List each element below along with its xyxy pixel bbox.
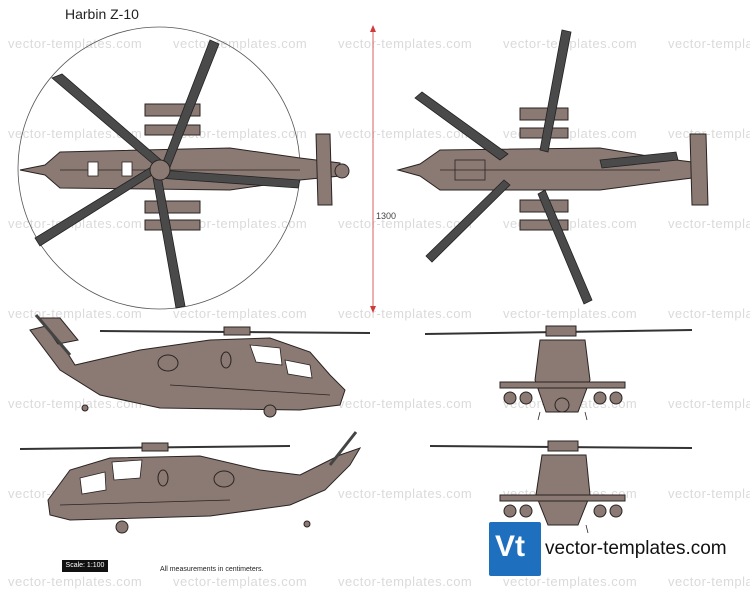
canopy-3	[79, 471, 107, 495]
pod-1	[503, 391, 517, 405]
rotor-blade-b-4	[537, 189, 593, 305]
tail-rotor-hub-top	[334, 163, 350, 179]
engine-intake-2	[213, 470, 235, 488]
pod-r-2	[519, 504, 533, 518]
pod-3	[593, 391, 607, 405]
brand-footer[interactable]: Vt vector-templates.com	[489, 522, 750, 576]
engine-intake-1	[157, 354, 179, 372]
main-wheel-2	[115, 520, 129, 534]
rotor-blade-b-5	[425, 179, 511, 263]
tail-rotor-1	[34, 314, 72, 356]
gear-left-front	[537, 411, 541, 421]
brand-site-name[interactable]: vector-templates.com	[545, 538, 727, 559]
window-1	[87, 161, 99, 177]
tail-wheel-2	[303, 520, 311, 528]
bay-outline	[454, 159, 486, 181]
rotor-blade-4	[151, 169, 186, 309]
stub-wing-lower-2	[144, 219, 201, 231]
exhaust-1	[220, 351, 232, 369]
exhaust-2	[157, 469, 169, 487]
gear-right-front	[584, 411, 588, 421]
stub-wing-b-4	[519, 219, 569, 231]
scale-label: Scale: 1:100	[62, 560, 108, 572]
fuselage-front	[534, 339, 591, 413]
rotor-head-rear	[547, 440, 579, 452]
stub-wing-upper-2	[144, 124, 201, 136]
rotor-blade-b-1	[414, 91, 509, 161]
top-view	[17, 26, 350, 310]
dimension-line	[370, 25, 376, 313]
rear-view	[429, 440, 693, 534]
rotor-mast-1	[223, 326, 251, 336]
brand-logo: Vt	[489, 522, 541, 576]
pod-r-4	[609, 504, 623, 518]
pod-r-3	[593, 504, 607, 518]
side-view-left	[19, 431, 362, 534]
tail-rotor-2	[328, 431, 358, 466]
stub-wing-lower	[144, 200, 201, 214]
rotor-blade-b-2	[539, 29, 572, 153]
tail-wheel-1	[81, 404, 89, 412]
front-view	[424, 325, 693, 421]
main-wheel-1	[263, 404, 277, 418]
pod-2	[519, 391, 533, 405]
dimension-label: 1300	[376, 211, 397, 221]
window-2	[121, 161, 133, 177]
wing-front	[499, 381, 626, 389]
side-line-2	[59, 499, 231, 506]
tail-fin-bottom	[689, 133, 709, 206]
tail-fin-top	[315, 133, 333, 206]
page-title: Harbin Z-10	[65, 6, 139, 22]
canopy-4	[111, 459, 143, 481]
pod-r-1	[503, 504, 517, 518]
side-view-right	[29, 314, 371, 418]
side-line-1	[169, 384, 331, 396]
stub-wing-b-1	[519, 107, 569, 121]
canopy-2	[284, 359, 313, 379]
rotor-head-front	[545, 325, 577, 337]
fuselage-rear	[535, 454, 591, 526]
rotor-mast-2	[141, 442, 169, 452]
rotor-blade-b-3	[599, 151, 679, 169]
gear-right-rear	[585, 524, 589, 534]
brand-logo-letters: Vt	[495, 530, 525, 563]
nose-turret-front	[554, 397, 570, 413]
wing-rear	[499, 494, 626, 502]
measurement-note: All measurements in centimeters.	[160, 566, 264, 573]
bottom-view	[396, 29, 709, 305]
rotor-hub-top	[149, 159, 171, 181]
pod-4	[609, 391, 623, 405]
canopy-1	[249, 344, 283, 366]
